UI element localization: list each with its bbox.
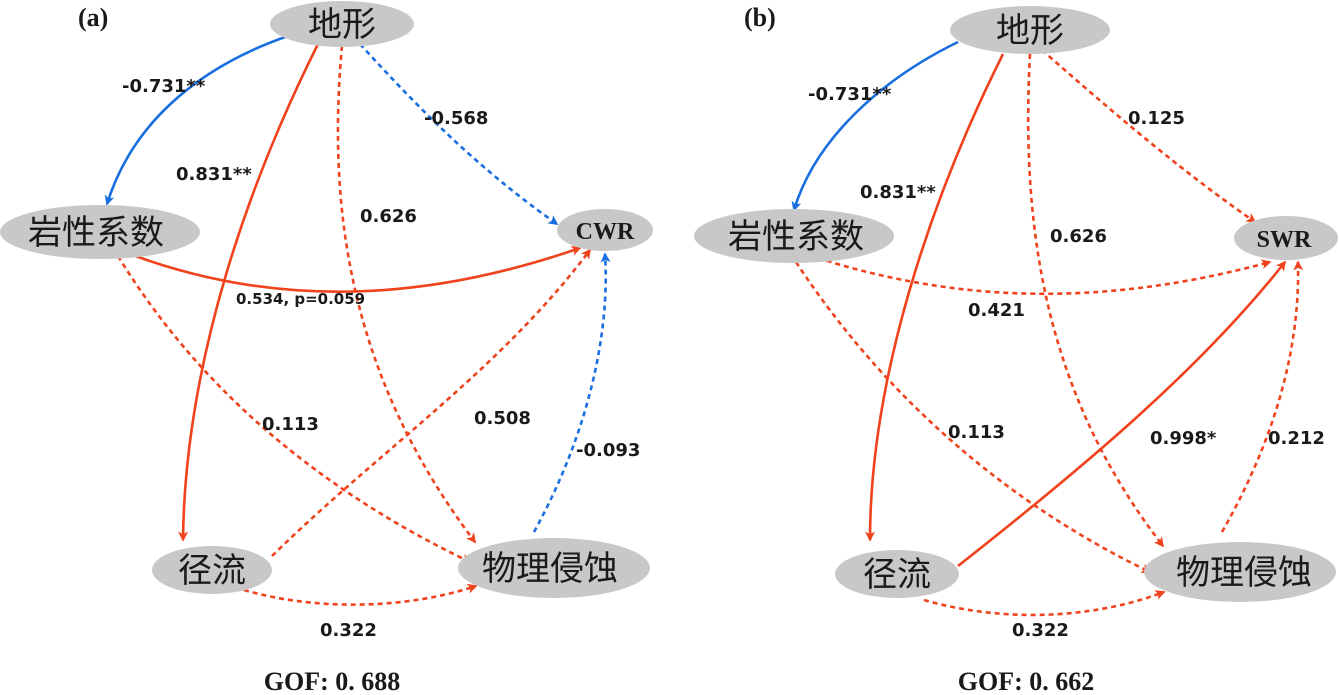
label-terrain-erosion: 0.626 [360, 206, 417, 227]
label-terrain-erosion: 0.626 [1050, 226, 1107, 247]
node-erosion: 物理侵蚀 [1144, 542, 1336, 602]
label-runoff-target: 0.508 [474, 408, 531, 429]
edge-terrain-lithology [791, 40, 959, 212]
node-erosion-label: 物理侵蚀 [482, 549, 618, 589]
label-lithology-erosion: 0.113 [948, 422, 1005, 443]
label-terrain-runoff: 0.831** [176, 164, 252, 185]
node-runoff: 径流 [152, 546, 272, 594]
node-erosion-label: 物理侵蚀 [1176, 553, 1312, 593]
edge-lithology-erosion [794, 261, 1152, 574]
edge-terrain-runoff [865, 53, 1005, 542]
edge-erosion-target [532, 252, 611, 533]
panel-a: (a) 地形 岩性系数 CWR 径流 物理侵蚀 [0, 1, 653, 695]
panel-b: (b) 地形 岩性系数 SWR 径流 物理侵蚀 [694, 3, 1338, 695]
gof-b: GOF: 0. 662 [958, 667, 1095, 695]
label-runoff-target: 0.998* [1150, 428, 1217, 449]
edge-lithology-target [817, 256, 1272, 296]
node-lithology-label: 岩性系数 [728, 217, 864, 257]
edge-erosion-target [1220, 260, 1304, 533]
node-runoff: 径流 [835, 550, 959, 598]
node-target-label: SWR [1257, 227, 1312, 253]
label-terrain-target: 0.125 [1128, 108, 1185, 129]
gof-a: GOF: 0. 688 [264, 667, 401, 695]
edge-runoff-erosion [923, 590, 1166, 617]
label-erosion-target: -0.093 [576, 440, 640, 461]
edge-lithology-target [129, 246, 582, 294]
edge-lithology-erosion [116, 255, 472, 564]
edge-runoff-target [271, 248, 592, 557]
label-lithology-target: 0.421 [968, 300, 1025, 321]
label-terrain-target: -0.568 [424, 108, 488, 129]
edge-terrain-runoff [178, 43, 320, 542]
edge-runoff-erosion [243, 583, 478, 606]
label-terrain-runoff: 0.831** [860, 182, 936, 203]
label-runoff-erosion: 0.322 [1012, 620, 1069, 641]
node-terrain: 地形 [950, 6, 1110, 54]
edge-terrain-target [359, 43, 559, 226]
label-terrain-lithology: -0.731** [808, 84, 892, 105]
node-target: SWR [1234, 216, 1338, 260]
node-terrain-label: 地形 [308, 5, 376, 45]
node-erosion: 物理侵蚀 [458, 538, 650, 598]
label-terrain-lithology: -0.731** [122, 76, 206, 97]
node-lithology: 岩性系数 [694, 209, 894, 263]
edge-terrain-lithology [104, 34, 289, 206]
panel-a-label: (a) [78, 3, 108, 32]
label-erosion-target: 0.212 [1268, 428, 1325, 449]
node-runoff-label: 径流 [863, 555, 931, 595]
node-terrain: 地形 [270, 1, 414, 47]
edge-runoff-target [957, 260, 1287, 568]
edge-terrain-target [1041, 49, 1257, 224]
label-lithology-erosion: 0.113 [262, 414, 319, 435]
node-lithology-label: 岩性系数 [28, 213, 164, 253]
node-target: CWR [557, 209, 653, 251]
edge-terrain-erosion [1026, 53, 1165, 548]
node-target-label: CWR [576, 219, 635, 245]
panel-b-label: (b) [744, 3, 776, 32]
node-runoff-label: 径流 [178, 551, 246, 591]
edge-terrain-erosion [336, 45, 477, 544]
node-lithology: 岩性系数 [0, 205, 200, 259]
node-terrain-label: 地形 [996, 11, 1064, 51]
label-lithology-target: 0.534, p=0.059 [236, 290, 365, 308]
label-runoff-erosion: 0.322 [320, 620, 377, 641]
